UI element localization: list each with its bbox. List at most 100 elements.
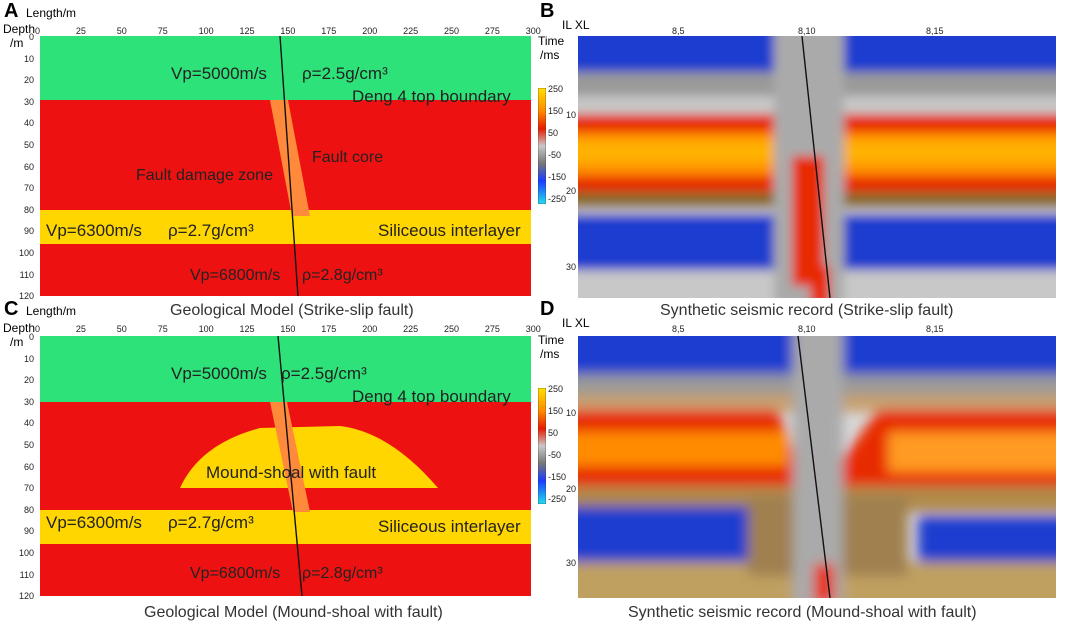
y-tick-label: 70 xyxy=(23,483,34,494)
layer-deng4-c xyxy=(40,336,531,402)
il-xl-label-d: IL XL xyxy=(562,316,590,330)
y-tick-label: 80 xyxy=(23,504,34,515)
x-tick-label: 125 xyxy=(239,26,255,36)
y-tick-label: 30 xyxy=(565,262,576,272)
x-tick-label: 50 xyxy=(116,324,127,334)
label-vp2-a: Vp=6300m/s xyxy=(46,221,142,240)
time-axis-title-d: Time xyxy=(538,333,565,347)
colorbar-tick-label: -150 xyxy=(548,472,567,482)
label-deng4-a: Deng 4 top boundary xyxy=(352,87,511,106)
x-tick-label: 175 xyxy=(321,324,337,334)
fault-damage-zone-c xyxy=(270,402,310,512)
colorbar-tick-label: 50 xyxy=(548,428,559,438)
caption-b: Synthetic seismic record (Strike-slip fa… xyxy=(660,302,954,319)
geological-model-mound-shoal: Vp=5000m/s ρ=2.5g/cm³ Deng 4 top boundar… xyxy=(40,336,531,596)
label-damage-zone-a: Fault damage zone xyxy=(136,167,273,184)
panel-letter-a: A xyxy=(4,0,19,22)
y-tick-label: 40 xyxy=(23,118,34,129)
layer-deng4-a xyxy=(40,36,531,100)
label-siliceous-c: Siliceous interlayer xyxy=(378,517,521,536)
y-tick-label: 100 xyxy=(18,248,34,258)
y-tick-label: 20 xyxy=(565,186,576,196)
y-tick-label: 30 xyxy=(23,396,34,407)
caption-c: Geological Model (Mound-shoal with fault… xyxy=(144,604,443,621)
colorbar-tick-label: -250 xyxy=(548,494,567,504)
geological-model-strike-slip: Vp=5000m/s ρ=2.5g/cm³ Deng 4 top boundar… xyxy=(40,36,531,296)
x-tick-label: 8,5 xyxy=(672,324,685,334)
depth-axis-unit-c: /m xyxy=(10,335,24,349)
y-tick-label: 10 xyxy=(23,353,34,364)
colorbar-d xyxy=(538,388,546,504)
label-vp1-c: Vp=5000m/s xyxy=(171,364,267,383)
label-rho3-c: ρ=2.8g/cm³ xyxy=(302,565,383,582)
colorbar-tick-label: 150 xyxy=(548,406,564,416)
x-tick-label: 0 xyxy=(35,26,41,36)
y-tick-label: 70 xyxy=(23,183,34,194)
x-tick-label: 8,15 xyxy=(926,26,944,36)
y-tick-label: 60 xyxy=(23,461,34,472)
x-tick-label: 250 xyxy=(444,324,460,334)
label-rho1-a: ρ=2.5g/cm³ xyxy=(302,64,388,83)
y-tick-label: 120 xyxy=(18,591,34,602)
fault-line-c xyxy=(277,336,303,596)
x-tick-label: 175 xyxy=(321,26,337,36)
y-tick-label: 60 xyxy=(23,161,34,172)
colorbar-tick-label: 250 xyxy=(548,84,564,94)
fault-damage-zone-a xyxy=(270,100,310,216)
x-tick-label: 150 xyxy=(280,26,296,36)
panel-letter-b: B xyxy=(540,0,555,22)
x-tick-label: 25 xyxy=(75,324,86,334)
y-tick-label: 0 xyxy=(28,332,34,342)
label-siliceous-a: Siliceous interlayer xyxy=(378,221,521,240)
colorbar-tick-label: -150 xyxy=(548,172,567,182)
colorbar-tick-label: 50 xyxy=(548,128,559,138)
x-tick-label: 75 xyxy=(157,324,168,334)
x-tick-label: 225 xyxy=(403,26,419,36)
synthetic-seismic-mound-shoal xyxy=(578,336,1056,598)
x-tick-label: 150 xyxy=(280,324,296,334)
x-tick-label: 275 xyxy=(484,26,500,36)
label-fault-core-a: Fault core xyxy=(312,149,383,166)
y-tick-label: 80 xyxy=(23,204,34,215)
label-vp2-c: Vp=6300m/s xyxy=(46,513,142,532)
x-tick-label: 225 xyxy=(403,324,419,334)
colorbar-tick-label: -250 xyxy=(548,194,567,204)
time-axis-title-b: Time xyxy=(538,34,565,48)
y-tick-label: 50 xyxy=(23,440,34,450)
x-tick-label: 50 xyxy=(116,26,127,36)
label-rho1-c: ρ=2.5g/cm³ xyxy=(281,364,367,383)
time-axis-unit-b: /ms xyxy=(540,48,560,62)
x-tick-label: 8,15 xyxy=(926,324,944,334)
label-vp3-a: Vp=6800m/s xyxy=(190,267,280,284)
layer-siliceous-a xyxy=(40,210,531,244)
colorbar-tick-label: 150 xyxy=(548,106,564,116)
x-tick-label: 200 xyxy=(362,26,378,36)
synthetic-seismic-strike-slip xyxy=(578,36,1056,298)
length-axis-title-c: Length/m xyxy=(26,304,77,318)
y-tick-label: 20 xyxy=(23,375,34,386)
label-vp1-a: Vp=5000m/s xyxy=(171,64,267,83)
x-tick-label: 8,10 xyxy=(798,26,816,36)
y-tick-label: 100 xyxy=(18,548,34,558)
y-tick-label: 120 xyxy=(18,291,34,302)
y-tick-label: 30 xyxy=(565,558,576,568)
label-rho3-a: ρ=2.8g/cm³ xyxy=(302,267,383,284)
x-tick-label: 75 xyxy=(157,26,168,36)
colorbar-b xyxy=(538,88,546,204)
y-tick-label: 10 xyxy=(565,408,576,418)
fault-line-d xyxy=(797,336,831,598)
y-tick-label: 30 xyxy=(23,96,34,107)
colorbar-tick-label: -50 xyxy=(548,450,562,460)
x-tick-label: 300 xyxy=(525,324,541,334)
y-tick-label: 50 xyxy=(23,140,34,150)
panel-letter-c: C xyxy=(4,298,19,320)
label-vp3-c: Vp=6800m/s xyxy=(190,565,280,582)
y-tick-label: 90 xyxy=(23,526,34,537)
x-tick-label: 25 xyxy=(75,26,86,36)
y-tick-label: 20 xyxy=(565,484,576,494)
fault-line-a xyxy=(279,36,299,296)
x-tick-label: 125 xyxy=(239,324,255,334)
y-tick-label: 20 xyxy=(23,75,34,86)
panel-letter-d: D xyxy=(540,298,555,320)
label-mound-c: Mound-shoal with fault xyxy=(206,463,376,482)
